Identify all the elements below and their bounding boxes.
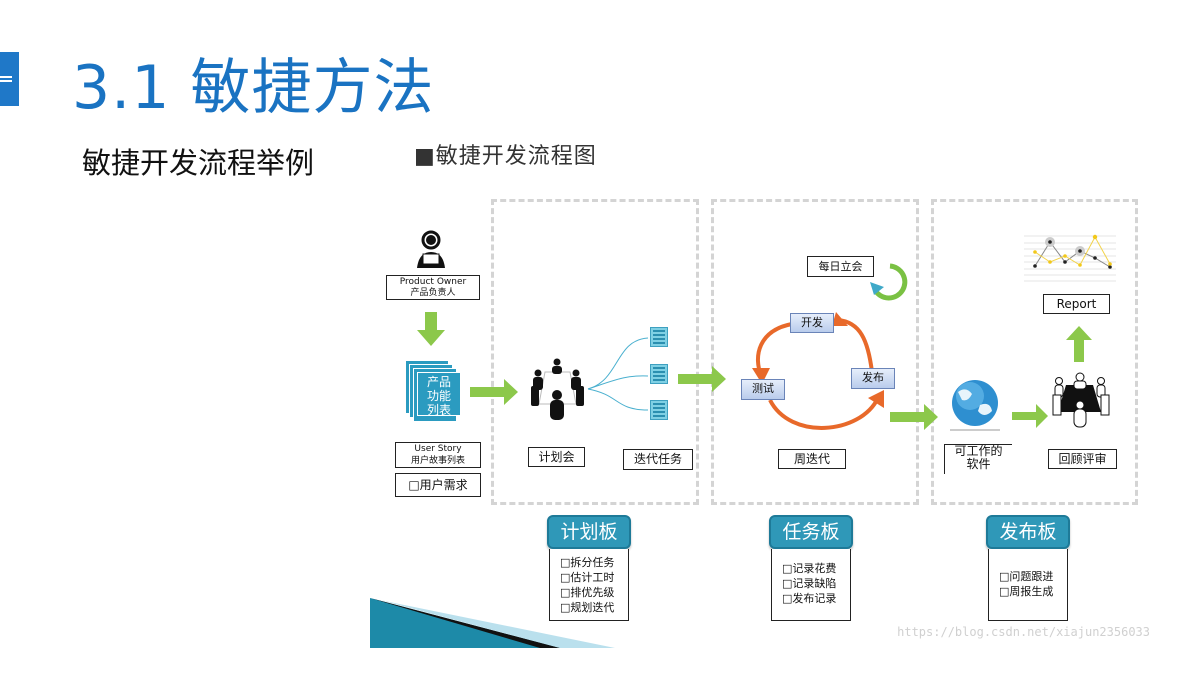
slide-title: 3.1 敏捷方法 [72, 53, 435, 123]
retrospective-icon [1052, 372, 1110, 428]
flow-arrows [417, 312, 1092, 430]
list-item: □记录花费 [782, 562, 837, 575]
decorative-swoosh [370, 598, 615, 648]
iteration-zone [711, 199, 919, 505]
arrow-right-icon [1012, 404, 1048, 428]
list-item: □问题跟进 [999, 570, 1054, 583]
list-item: □周报生成 [999, 585, 1054, 598]
product-owner-en: Product Owner [399, 277, 467, 287]
stage-develop: 开发 [790, 313, 834, 333]
slide-subtitle: 敏捷开发流程举例 [82, 146, 315, 180]
list-item: □排优先级 [560, 586, 615, 599]
planning-zone [491, 199, 699, 505]
planning-meeting-icon [531, 358, 584, 420]
fan-out-connectors [587, 337, 649, 411]
iteration-tasks-label: 迭代任务 [623, 449, 693, 470]
product-owner-icon [417, 230, 445, 268]
arrow-down-icon [417, 312, 445, 346]
week-iteration-label: 周迭代 [778, 449, 846, 469]
working-software-line1: 可工作的 [954, 444, 1003, 458]
list-item: □估计工时 [560, 571, 615, 584]
user-story-en: User Story [414, 444, 462, 454]
release-board-list: □问题跟进 □周报生成 [988, 549, 1068, 621]
product-backlog-stack: 产品 功能 列表 [405, 360, 465, 422]
menu-icon-line [0, 80, 12, 82]
product-owner-zh: 产品负责人 [410, 288, 456, 298]
user-needs-label: □用户需求 [395, 473, 481, 497]
stage-test: 测试 [741, 379, 785, 400]
task-board-button[interactable]: 任务板 [769, 515, 853, 549]
planning-board-button[interactable]: 计划板 [547, 515, 631, 549]
arrow-right-icon [678, 366, 726, 392]
planning-board-list: □拆分任务 □估计工时 □排优先级 □规划迭代 [549, 549, 629, 621]
diagram-title: ■敏捷开发流程图 [414, 144, 597, 169]
backlog-label-line3: 列表 [426, 403, 451, 417]
daily-standup-label: 每日立会 [807, 256, 874, 277]
menu-tab[interactable] [0, 52, 19, 106]
task-document-icon [650, 400, 668, 420]
list-item: □发布记录 [782, 592, 837, 605]
task-document-icon [650, 364, 668, 384]
release-zone [931, 199, 1138, 505]
backlog-label-line2: 功能 [426, 389, 451, 403]
product-owner-label: Product Owner 产品负责人 [386, 275, 480, 300]
arrow-right-icon [890, 404, 938, 430]
retrospective-label: 回顾评审 [1048, 449, 1117, 469]
working-software-line2: 软件 [966, 457, 991, 471]
working-software-label: 可工作的 软件 [944, 444, 1012, 474]
list-item: □规划迭代 [560, 601, 615, 614]
list-item: □拆分任务 [560, 556, 615, 569]
planning-meeting-label: 计划会 [528, 447, 585, 467]
user-story-zh: 用户故事列表 [410, 456, 465, 466]
user-story-label: User Story 用户故事列表 [395, 442, 481, 468]
task-document-icon [650, 327, 668, 347]
arrow-right-icon [470, 379, 518, 405]
menu-icon [0, 76, 12, 78]
release-board-button[interactable]: 发布板 [986, 515, 1070, 549]
task-board-list: □记录花费 □记录缺陷 □发布记录 [771, 549, 851, 621]
cycle-arrowheads [752, 312, 884, 408]
list-item: □记录缺陷 [782, 577, 837, 590]
stage-release: 发布 [851, 368, 895, 389]
globe-icon [950, 380, 1000, 431]
report-chart-icon [1024, 234, 1116, 282]
daily-standup-cycle-icon [870, 263, 908, 301]
report-label: Report [1043, 294, 1110, 314]
arrow-up-icon [1066, 326, 1092, 362]
watermark: https://blog.csdn.net/xiajun2356033 [897, 625, 1150, 639]
backlog-label-line1: 产品 [426, 375, 451, 389]
